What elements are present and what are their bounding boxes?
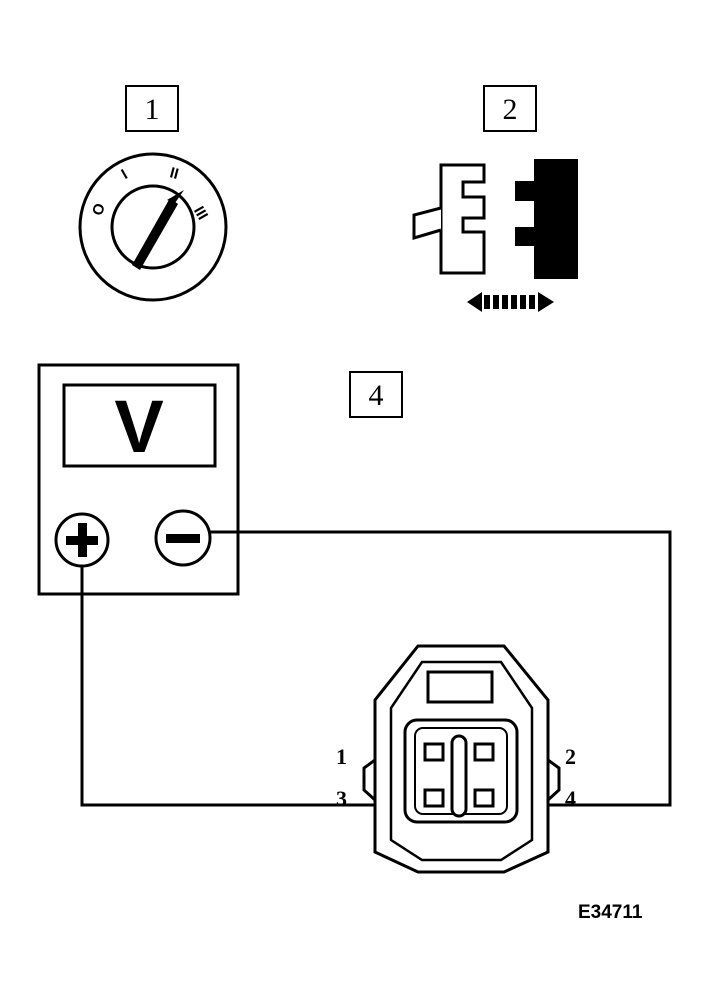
step-label-1-text: 1 (145, 93, 160, 126)
step-label-4-text: 4 (369, 379, 384, 412)
step-label-1: 1 (125, 85, 179, 132)
positive-lead-wire (80, 566, 388, 807)
sensor-connector-icon (362, 644, 561, 874)
pin-label-1: 1 (336, 744, 347, 769)
plus-terminal-icon (54, 512, 110, 568)
step-label-2: 2 (483, 85, 537, 132)
figure-code: E34711 (578, 902, 643, 923)
ignition-pos-lock: O (89, 201, 109, 217)
pin-label-3: 3 (336, 786, 347, 811)
step-label-4: 4 (349, 371, 403, 418)
negative-lead-wire (210, 530, 672, 807)
connector-disconnect-icon (412, 159, 578, 312)
minus-terminal-icon (154, 509, 212, 567)
voltmeter-display: V (114, 385, 163, 468)
ignition-switch-icon: O I II III (78, 152, 228, 302)
step-label-2-text: 2 (503, 93, 518, 126)
pin-label-2: 2 (565, 744, 576, 769)
pin-label-4: 4 (565, 786, 576, 811)
voltmeter: V (37, 363, 240, 596)
